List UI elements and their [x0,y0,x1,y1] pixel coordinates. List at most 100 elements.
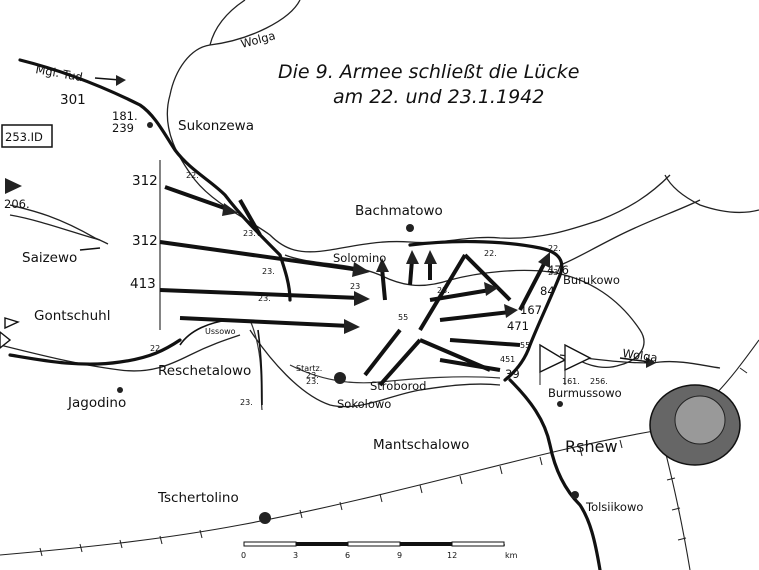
label-tolsiikowo: Tolsiikowo [585,500,643,514]
unit-312-a: 312 [132,173,158,189]
label-gontschuhl: Gontschuhl [34,308,110,324]
label-jagodino: Jagodino [67,395,126,411]
river-south-loop [249,329,501,408]
unit-flag-left-top [4,317,20,330]
label-tschertolino: Tschertolino [157,490,239,506]
town-markers [117,122,579,524]
unit-55-a: 55 [398,313,408,322]
unit-22-d: 22. [548,244,561,253]
arrow-burukowo [518,261,547,311]
arrow-413 [159,288,361,300]
volga-river [166,0,701,266]
arrow-solomino-up-1 [380,267,387,301]
river-volga-east-flow [559,354,721,369]
unit-22-c: 22. [484,249,497,258]
label-burukowo: Burukowo [563,273,620,287]
unit-23-g: 23. [437,286,450,295]
label-burmussowo: Burmussowo [548,386,622,400]
scale-tick-3: 3 [293,551,298,560]
arrow-ussowo-south [257,329,263,406]
label-wolga-east: Wolga [622,346,659,365]
map-title-line2: am 22. und 23.1.1942 [333,86,544,108]
label-rshew: Rshew [565,437,618,456]
label-mantschalowo: Mantschalowo [373,437,469,453]
scale-bar [243,541,505,547]
unit-23-a: 23. [243,229,256,238]
road-rshew-south [508,378,602,570]
arrow-55 [449,338,521,347]
unit-312-b: 312 [132,233,158,249]
arrow-312-a [164,185,231,212]
unit-451: 451 [500,355,515,364]
river-tributary-east [664,174,759,214]
arrow-gontschuhl [179,316,351,328]
boxed-label-253: 253.ID [5,130,43,144]
arrow-ne-3 [429,288,491,302]
front-line-east [408,239,564,382]
label-stroborod: Stroborod [370,379,426,393]
arrow-se-2 [439,358,501,372]
arrow-wolga-east [619,357,651,363]
unit-413: 413 [130,276,156,292]
arrow-22-ussowo [179,319,231,346]
unit-flag-206 [5,178,22,194]
unit-471: 471 [507,319,529,333]
unit-23-e: 23. [240,398,253,407]
arrow-saizewo [79,247,101,251]
unit-39: 39 [505,367,520,381]
unit-301: 301 [60,92,86,108]
unit-flag-161 [539,343,567,374]
arrow-ne-1 [418,253,467,332]
unit-167: 167 [520,303,542,317]
unit-181: 181. [112,109,138,123]
arrow-solomino-up-2 [408,259,414,286]
unit-23-h: 23. [548,268,561,277]
arrow-ne-2 [463,253,512,302]
unit-55-b: 55 [520,341,530,350]
river-tributary-north [209,0,246,46]
arrow-312-b [159,240,361,272]
unit-23-b: 23. [262,267,275,276]
map-title-line1: Die 9. Armee schließt die Lücke [278,61,579,83]
unit-476: 476 [547,263,569,277]
unit-256: 256. [590,377,608,386]
scale-unit: km [505,551,518,560]
boxed-label-frame [1,124,53,148]
label-reschetalowo: Reschetalowo [158,363,251,379]
label-sukonzewa: Sukonzewa [178,118,254,134]
scale-tick-9: 9 [397,551,402,560]
unit-161: 161. [562,377,580,386]
unit-239: 239 [112,121,134,135]
label-wolga-north: Wolga [239,28,277,51]
unit-23-i: 23. [306,371,319,380]
scale-tick-6: 6 [345,551,350,560]
volga-river-south-bank [9,214,645,369]
unit-22-a: 22. [186,171,199,180]
unit-206: 206. [4,197,30,211]
arrow-167 [439,310,511,322]
front-line-north [18,58,292,302]
label-bachmatowo: Bachmatowo [355,203,443,219]
label-ussowo: Ussowo [205,327,236,336]
attack-arrows [79,75,656,406]
front-line-west [8,338,182,366]
label-mgl-tud: Mgl. Tud [34,62,83,84]
label-startsa: Startz. [296,364,322,373]
label-saizewo: Saizewo [22,250,77,266]
unit-flag-left-edge [0,331,12,349]
arrow-mgl-tud [94,77,121,81]
arrow-sw-1 [363,328,402,377]
arrow-sw-2 [378,338,422,387]
scale-tick-12: 12 [447,551,457,560]
unit-84: 84 [540,284,555,298]
arrow-sukonzewa-down [238,199,262,236]
scale-tick-0: 0 [241,551,246,560]
unit-23-c: 23. [258,294,271,303]
unit-22-b: 22. [150,344,163,353]
unit-23-d: 23 [350,282,360,291]
river-southwest [0,334,241,372]
label-solomino: Solomino [333,251,386,265]
river-west [9,204,109,245]
rshew-town-inner [674,395,726,445]
